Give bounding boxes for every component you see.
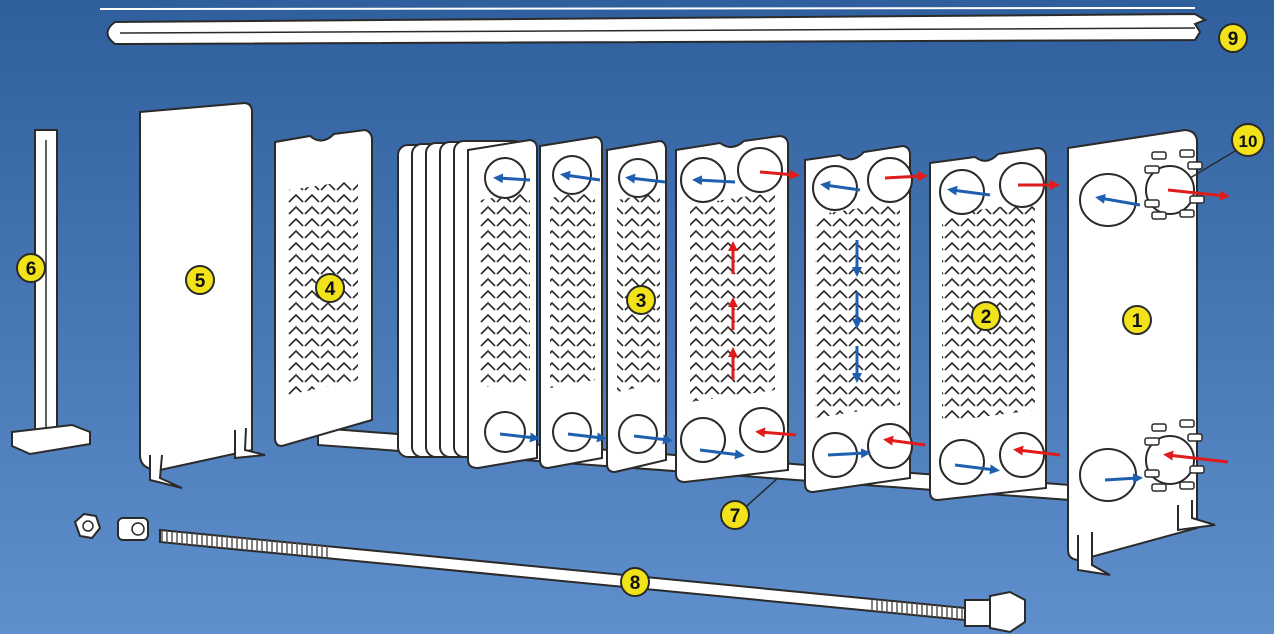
callout-5-text: 5 <box>195 271 206 292</box>
callout-4: 4 <box>316 274 344 302</box>
cold-arrow <box>1105 478 1138 480</box>
callout-10-text: 10 <box>1239 132 1258 151</box>
callout-2: 2 <box>972 302 1000 330</box>
callout-1-text: 1 <box>1132 311 1143 332</box>
callout-6: 6 <box>17 254 45 282</box>
pressure-plate <box>140 103 265 488</box>
callout-5: 5 <box>186 266 214 294</box>
callout-7: 7 <box>721 501 749 529</box>
callout-3: 3 <box>627 286 655 314</box>
callout-9-text: 9 <box>1228 29 1239 50</box>
cold-arrow <box>828 453 866 455</box>
plate-pack <box>398 140 537 468</box>
callout-4-text: 4 <box>325 279 336 300</box>
callout-9: 9 <box>1219 24 1247 52</box>
cold-arrow <box>498 178 530 180</box>
callout-3-text: 3 <box>636 291 647 312</box>
callout-6-text: 6 <box>26 259 37 280</box>
hot-arrow <box>885 176 923 178</box>
cold-arrow <box>697 180 735 182</box>
callout-8: 8 <box>621 568 649 596</box>
callout-8-text: 8 <box>630 573 641 594</box>
callout-10: 10 <box>1232 124 1264 156</box>
callout-7-text: 7 <box>730 506 741 527</box>
callout-2-text: 2 <box>981 307 992 328</box>
callout-1: 1 <box>1123 306 1151 334</box>
channel-plate-a <box>540 137 602 468</box>
